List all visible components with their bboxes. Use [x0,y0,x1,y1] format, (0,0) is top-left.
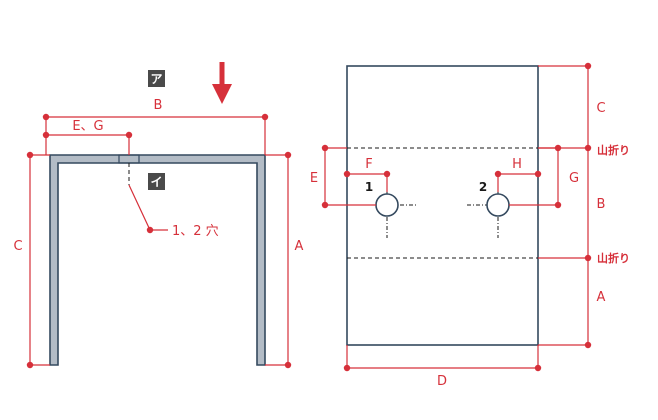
load-arrow-icon [212,62,232,104]
label-c-left: C [13,239,22,254]
label-d: D [437,374,447,389]
channel-profile [49,154,266,366]
label-a-left: A [295,239,304,254]
label-fold-top: 山折り [597,143,630,157]
label-f: F [365,157,372,172]
tag-i-text: イ [150,175,162,189]
cross-section-view: ア イ B E、G C [13,62,304,369]
dimension-f [343,170,391,192]
flat-pattern-view: 1 2 F H [310,62,630,389]
label-c-right: C [596,101,605,116]
label-g: G [569,171,579,186]
tag-a-text: ア [150,72,162,86]
label-b: B [154,98,163,113]
label-e-g: E、G [72,119,103,134]
tag-a [148,70,165,87]
dimension-b [42,113,269,155]
label-fold-bottom: 山折り [597,251,630,265]
hole-leader [128,184,168,234]
label-hole-1: 1 [365,180,373,194]
dimension-c-left [26,151,50,369]
label-h: H [512,157,522,172]
label-hole-note: 1、2 穴 [172,224,219,239]
dimension-e [321,144,376,209]
label-hole-2: 2 [479,180,487,194]
dimension-h [494,170,542,192]
dimension-e-g [42,131,133,155]
dimension-a-left [265,151,292,369]
dimension-d [343,345,542,372]
dimension-chain-right [538,62,592,349]
label-e: E [310,171,318,186]
label-a-right: A [597,290,606,305]
label-b-right: B [597,197,606,212]
tag-i [148,173,165,190]
